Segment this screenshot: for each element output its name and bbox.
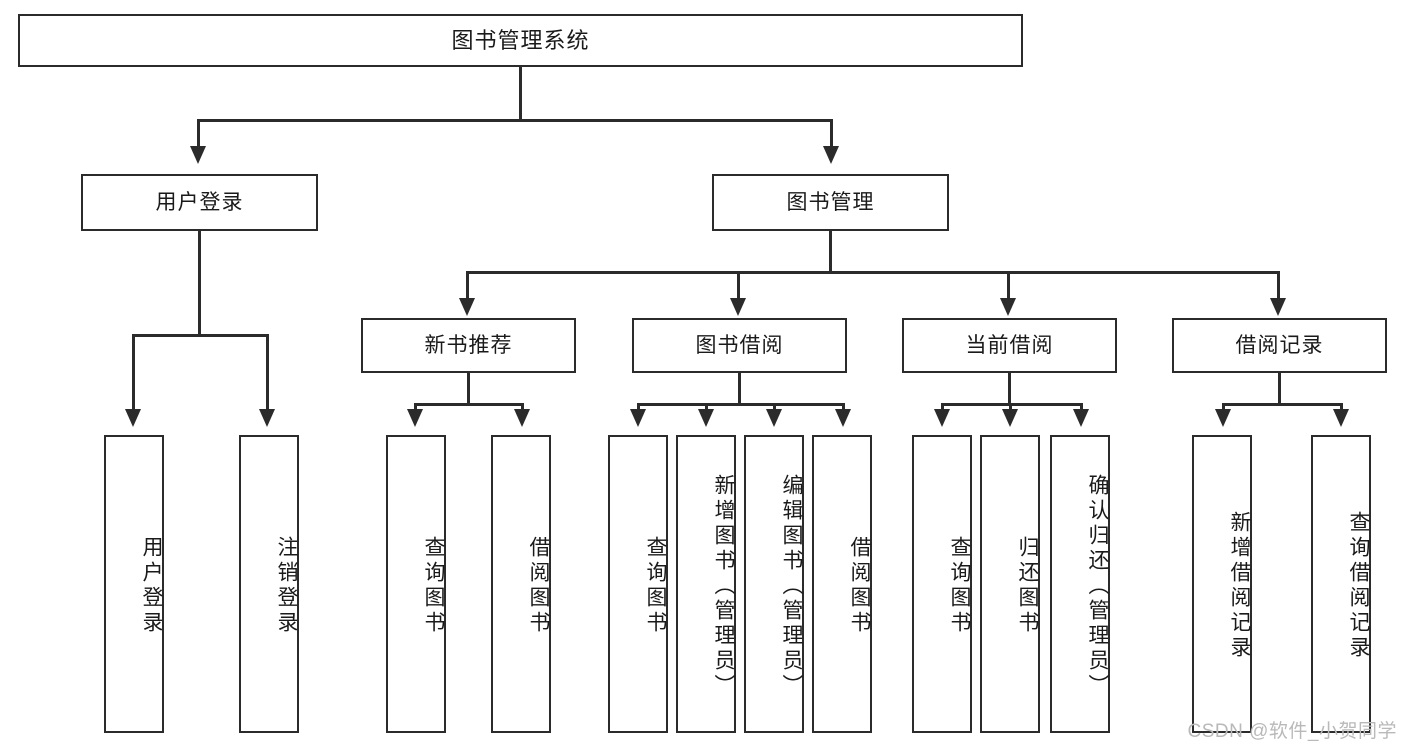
connector-book-borrow-stem xyxy=(738,373,741,406)
connector-book-borrow-to-leaf-2 xyxy=(705,403,708,412)
arrow-book-borrow-to-leaf-3 xyxy=(766,409,782,427)
node-label: 新书推荐 xyxy=(424,334,513,357)
node-leaf-add-book-admin[interactable]: 新增图书（管理员） xyxy=(676,435,736,733)
node-label: 查询借阅记录 xyxy=(1347,511,1370,661)
arrow-book-borrow-to-leaf-2 xyxy=(698,409,714,427)
node-label: 归还图书 xyxy=(1016,536,1039,636)
node-leaf-user-login[interactable]: 用户登录 xyxy=(104,435,164,733)
node-label: 查询图书 xyxy=(948,536,971,636)
node-label: 编辑图书（管理员） xyxy=(780,473,803,699)
node-leaf-query-book-new-recommend[interactable]: 查询图书 xyxy=(386,435,446,733)
node-leaf-add-borrow-record[interactable]: 新增借阅记录 xyxy=(1192,435,1252,733)
node-borrow-record[interactable]: 借阅记录 xyxy=(1172,318,1387,373)
connector-root-bus xyxy=(197,119,833,122)
node-user-login[interactable]: 用户登录 xyxy=(81,174,318,231)
connector-root-to-user-login xyxy=(197,119,200,149)
connector-book-borrow-bus xyxy=(637,403,845,406)
connector-new-book-bus xyxy=(414,403,524,406)
arrow-root-to-user-login xyxy=(190,146,206,164)
arrow-book-manage-to-new-book xyxy=(459,298,475,316)
arrow-current-borrow-to-leaf-3 xyxy=(1073,409,1089,427)
connector-book-manage-to-borrow-record xyxy=(1277,271,1280,301)
node-label: 注销登录 xyxy=(275,536,298,636)
connector-user-login-to-leaf-2 xyxy=(266,334,269,412)
connector-borrow-record-to-leaf-2 xyxy=(1340,403,1343,412)
connector-borrow-record-to-leaf-1 xyxy=(1222,403,1225,412)
connector-book-borrow-to-leaf-1 xyxy=(637,403,640,412)
node-leaf-query-book-borrow[interactable]: 查询图书 xyxy=(608,435,668,733)
node-root-book-management-system[interactable]: 图书管理系统 xyxy=(18,14,1023,67)
connector-root-stem xyxy=(519,67,522,120)
arrow-root-to-book-manage xyxy=(823,146,839,164)
node-book-management[interactable]: 图书管理 xyxy=(712,174,949,231)
arrow-new-book-to-leaf-1 xyxy=(407,409,423,427)
connector-book-manage-to-new-book xyxy=(466,271,469,301)
connector-book-manage-bus xyxy=(466,271,1279,274)
node-label: 用户登录 xyxy=(140,536,163,636)
arrow-book-borrow-to-leaf-4 xyxy=(835,409,851,427)
node-new-book-recommend[interactable]: 新书推荐 xyxy=(361,318,576,373)
node-leaf-query-book-current[interactable]: 查询图书 xyxy=(912,435,972,733)
node-leaf-return-book[interactable]: 归还图书 xyxy=(980,435,1040,733)
connector-book-manage-to-book-borrow xyxy=(737,271,740,301)
node-label: 借阅图书 xyxy=(527,536,550,636)
arrow-book-manage-to-borrow-record xyxy=(1270,298,1286,316)
node-leaf-edit-book-admin[interactable]: 编辑图书（管理员） xyxy=(744,435,804,733)
connector-current-borrow-to-leaf-3 xyxy=(1080,403,1083,412)
connector-book-manage-stem xyxy=(829,231,832,274)
connector-current-borrow-to-leaf-1 xyxy=(941,403,944,412)
connector-borrow-record-stem xyxy=(1278,373,1281,406)
node-leaf-confirm-return-admin[interactable]: 确认归还（管理员） xyxy=(1050,435,1110,733)
node-label: 借阅记录 xyxy=(1235,334,1324,357)
node-leaf-borrow-book[interactable]: 借阅图书 xyxy=(812,435,872,733)
connector-current-borrow-stem xyxy=(1008,373,1011,406)
arrow-current-borrow-to-leaf-1 xyxy=(934,409,950,427)
connector-user-login-bus xyxy=(132,334,269,337)
arrow-current-borrow-to-leaf-2 xyxy=(1002,409,1018,427)
node-label: 借阅图书 xyxy=(848,536,871,636)
arrow-book-borrow-to-leaf-1 xyxy=(630,409,646,427)
node-label: 新增借阅记录 xyxy=(1228,511,1251,661)
connector-root-to-book-manage xyxy=(830,119,833,149)
connector-current-borrow-bus xyxy=(941,403,1083,406)
node-leaf-query-borrow-record[interactable]: 查询借阅记录 xyxy=(1311,435,1371,733)
arrow-borrow-record-to-leaf-1 xyxy=(1215,409,1231,427)
arrow-user-login-to-leaf-1 xyxy=(125,409,141,427)
node-current-borrow[interactable]: 当前借阅 xyxy=(902,318,1117,373)
node-leaf-user-logout[interactable]: 注销登录 xyxy=(239,435,299,733)
node-leaf-borrow-book-new-recommend[interactable]: 借阅图书 xyxy=(491,435,551,733)
connector-user-login-to-leaf-1 xyxy=(132,334,135,412)
arrow-user-login-to-leaf-2 xyxy=(259,409,275,427)
arrow-book-manage-to-book-borrow xyxy=(730,298,746,316)
connector-new-book-to-leaf-1 xyxy=(414,403,417,412)
node-label: 图书借阅 xyxy=(695,334,784,357)
connector-book-manage-to-current-borrow xyxy=(1007,271,1010,301)
connector-new-book-to-leaf-2 xyxy=(521,403,524,412)
arrow-borrow-record-to-leaf-2 xyxy=(1333,409,1349,427)
node-label: 新增图书（管理员） xyxy=(712,473,735,699)
connector-current-borrow-to-leaf-2 xyxy=(1009,403,1012,412)
node-label: 当前借阅 xyxy=(965,334,1054,357)
connector-user-login-stem xyxy=(198,231,201,336)
node-label: 图书管理 xyxy=(786,191,875,214)
connector-book-borrow-to-leaf-4 xyxy=(842,403,845,412)
connector-new-book-stem xyxy=(467,373,470,406)
arrow-new-book-to-leaf-2 xyxy=(514,409,530,427)
node-label: 用户登录 xyxy=(155,191,244,214)
node-label: 查询图书 xyxy=(644,536,667,636)
node-label: 查询图书 xyxy=(422,536,445,636)
node-book-borrow[interactable]: 图书借阅 xyxy=(632,318,847,373)
node-label: 确认归还（管理员） xyxy=(1086,473,1109,699)
arrow-book-manage-to-current-borrow xyxy=(1000,298,1016,316)
connector-borrow-record-bus xyxy=(1222,403,1342,406)
connector-book-borrow-to-leaf-3 xyxy=(773,403,776,412)
node-label: 图书管理系统 xyxy=(451,27,590,53)
